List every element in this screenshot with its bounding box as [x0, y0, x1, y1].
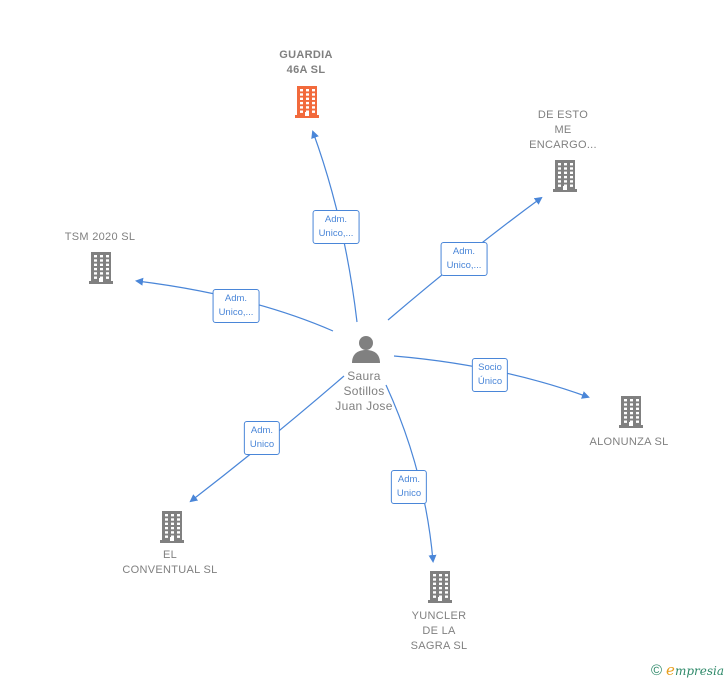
center-person-label[interactable]: Saura Sotillos Juan Jose — [335, 369, 393, 413]
building-icon[interactable] — [89, 252, 113, 289]
company-label-guardia[interactable]: GUARDIA 46A SL — [279, 49, 333, 76]
building-icon[interactable] — [295, 86, 319, 123]
building-icon[interactable] — [619, 396, 643, 433]
company-label-conventual[interactable]: EL CONVENTUAL SL — [122, 549, 218, 576]
relation-label-tsm[interactable]: Adm. Unico,... — [212, 289, 260, 323]
building-icon[interactable] — [160, 511, 184, 548]
person-icon[interactable] — [351, 334, 381, 369]
company-label-alonunza[interactable]: ALONUNZA SL — [589, 436, 669, 448]
building-icon[interactable] — [428, 571, 452, 608]
relation-label-alonunza[interactable]: Socio Único — [471, 358, 509, 392]
brand-footer: © empresia — [651, 661, 724, 679]
relation-label-conventual[interactable]: Adm. Unico — [243, 421, 281, 455]
company-label-yuncler[interactable]: YUNCLER DE LA SAGRA SL — [410, 610, 468, 652]
relation-label-yuncler[interactable]: Adm. Unico — [390, 470, 428, 504]
company-label-deesto[interactable]: DE ESTO ME ENCARGO... — [529, 109, 597, 151]
relation-label-deesto[interactable]: Adm. Unico,... — [440, 242, 488, 276]
brand-logo[interactable]: empresia — [666, 661, 724, 679]
copyright-icon: © — [650, 661, 663, 679]
company-label-tsm[interactable]: TSM 2020 SL — [64, 231, 136, 243]
relation-label-guardia[interactable]: Adm. Unico,... — [312, 210, 360, 244]
building-icon[interactable] — [553, 160, 577, 197]
